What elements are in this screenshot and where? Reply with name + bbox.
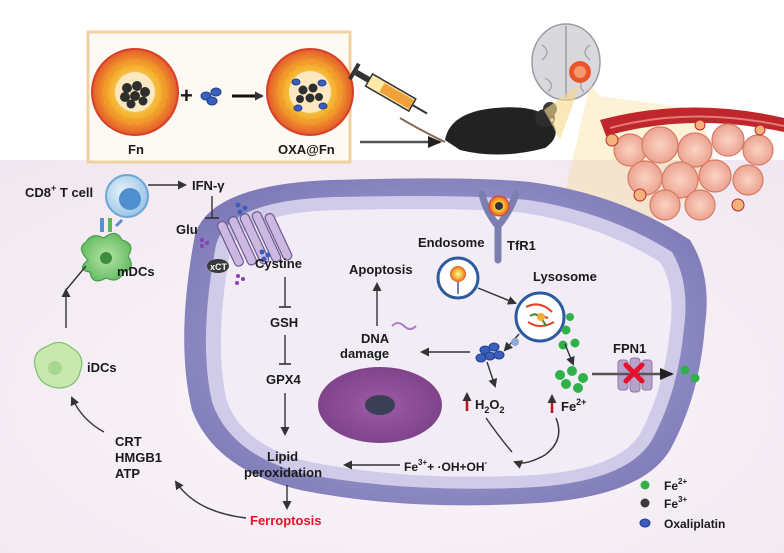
- fn-label: Fn: [128, 142, 144, 157]
- legend-fe3-label: Fe: [664, 497, 678, 511]
- cd8-t-cell-icon: [105, 174, 149, 218]
- tumor-tissue: [600, 107, 784, 221]
- tumor-cell: [184, 178, 707, 506]
- h2o2-group: H2O2: [462, 392, 505, 415]
- lysosome-to-fe2-arrow: [564, 343, 575, 366]
- legend-fe2-marker: [640, 480, 650, 490]
- hmgb1-label: HMGB1: [115, 450, 162, 465]
- h2o2-label: H: [475, 397, 484, 412]
- legend-fe2-label: Fe: [664, 479, 678, 493]
- fenton-label: Fe: [404, 460, 418, 474]
- fe2-increase-group: Fe2+: [547, 394, 586, 414]
- svg-text:Fe2+: Fe2+: [561, 397, 586, 414]
- endosome-to-lysosome-arrow: [477, 287, 517, 305]
- xct-label: xCT: [210, 262, 228, 272]
- gpx4-label: GPX4: [266, 372, 301, 387]
- mature-dendritic-cell-icon: [80, 218, 132, 282]
- nucleolus: [365, 395, 395, 415]
- mdcs-label: mDCs: [117, 264, 155, 279]
- atp-label: ATP: [115, 466, 140, 481]
- svg-text:Fe3+: Fe3+: [664, 495, 687, 511]
- mouse-icon: [399, 102, 557, 155]
- immature-dendritic-cell-icon: [33, 341, 83, 389]
- brain-icon: [531, 23, 601, 101]
- idc-to-mdc-line: [65, 265, 87, 291]
- dna-label: DNA: [361, 331, 390, 346]
- plus-sign: +: [180, 83, 193, 108]
- oxaliplatin-molecules: [200, 87, 222, 106]
- tfr1-label: TfR1: [507, 238, 536, 253]
- tfr1-receptor-icon: [478, 190, 520, 264]
- fe2-increase-label: Fe: [561, 399, 576, 414]
- oxa-to-h2o2-arrow: [486, 361, 498, 388]
- cystine-label: Cystine: [255, 256, 302, 271]
- crt-label: CRT: [115, 434, 142, 449]
- damage-label: damage: [340, 346, 389, 361]
- ferroptosis-label: Ferroptosis: [250, 513, 322, 528]
- legend-oxaliplatin-marker: [639, 518, 651, 528]
- legend: Fe2+ Fe3+ Oxaliplatin: [639, 477, 725, 531]
- cystine-dots: [235, 202, 271, 262]
- syringe-icon: [348, 62, 428, 115]
- block-x-icon: [623, 362, 645, 384]
- cd8-label: CD8: [25, 185, 51, 200]
- lysosome: [514, 291, 566, 343]
- oxa-single: [511, 338, 519, 346]
- fe2-to-fenton-arrow: [513, 417, 560, 469]
- oxa-fn-label: OXA@Fn: [278, 142, 335, 157]
- glu-label: Glu: [176, 222, 198, 237]
- ferritin-cage: [91, 48, 179, 136]
- fe2-exported-dots: [680, 365, 700, 383]
- svg-text:Fe2+: Fe2+: [664, 477, 687, 493]
- ifn-label: IFN-γ: [192, 178, 225, 193]
- endosome: [436, 256, 480, 300]
- fpn1-label: FPN1: [613, 341, 646, 356]
- svg-text:Fe3++ ·OH+OH-: Fe3++ ·OH+OH-: [404, 458, 488, 474]
- endosome-label: Endosome: [418, 235, 484, 250]
- zoom-cone-brain: [544, 84, 580, 140]
- oxa-fn-cage: [266, 48, 354, 136]
- lipid-label: Lipid: [267, 449, 298, 464]
- svg-text:CD8+ T cell: CD8+ T cell: [25, 183, 93, 200]
- synthesis-panel: Fn + OXA@Fn: [86, 30, 354, 164]
- apoptosis-label: Apoptosis: [349, 262, 413, 277]
- dna-strand-icon: [391, 322, 417, 330]
- peroxidation-label: peroxidation: [244, 465, 322, 480]
- idcs-label: iDCs: [87, 360, 117, 375]
- gsh-label: GSH: [270, 315, 298, 330]
- fe2-cytosol-dots: [555, 366, 588, 393]
- legend-fe3-marker: [640, 498, 650, 508]
- damp-to-idc-arrow: [70, 396, 105, 433]
- svg-text:H2O2: H2O2: [475, 397, 505, 415]
- h2o2-to-fenton-arrow: [485, 417, 513, 453]
- ferroptosis-to-damp-arrow: [174, 480, 247, 519]
- glutamate-dots: [200, 238, 245, 285]
- lysosome-label: Lysosome: [533, 269, 597, 284]
- legend-oxaliplatin-label: Oxaliplatin: [664, 517, 725, 531]
- fe2-release-dots: [558, 313, 580, 350]
- oxaliplatin-cytosol: [475, 342, 505, 363]
